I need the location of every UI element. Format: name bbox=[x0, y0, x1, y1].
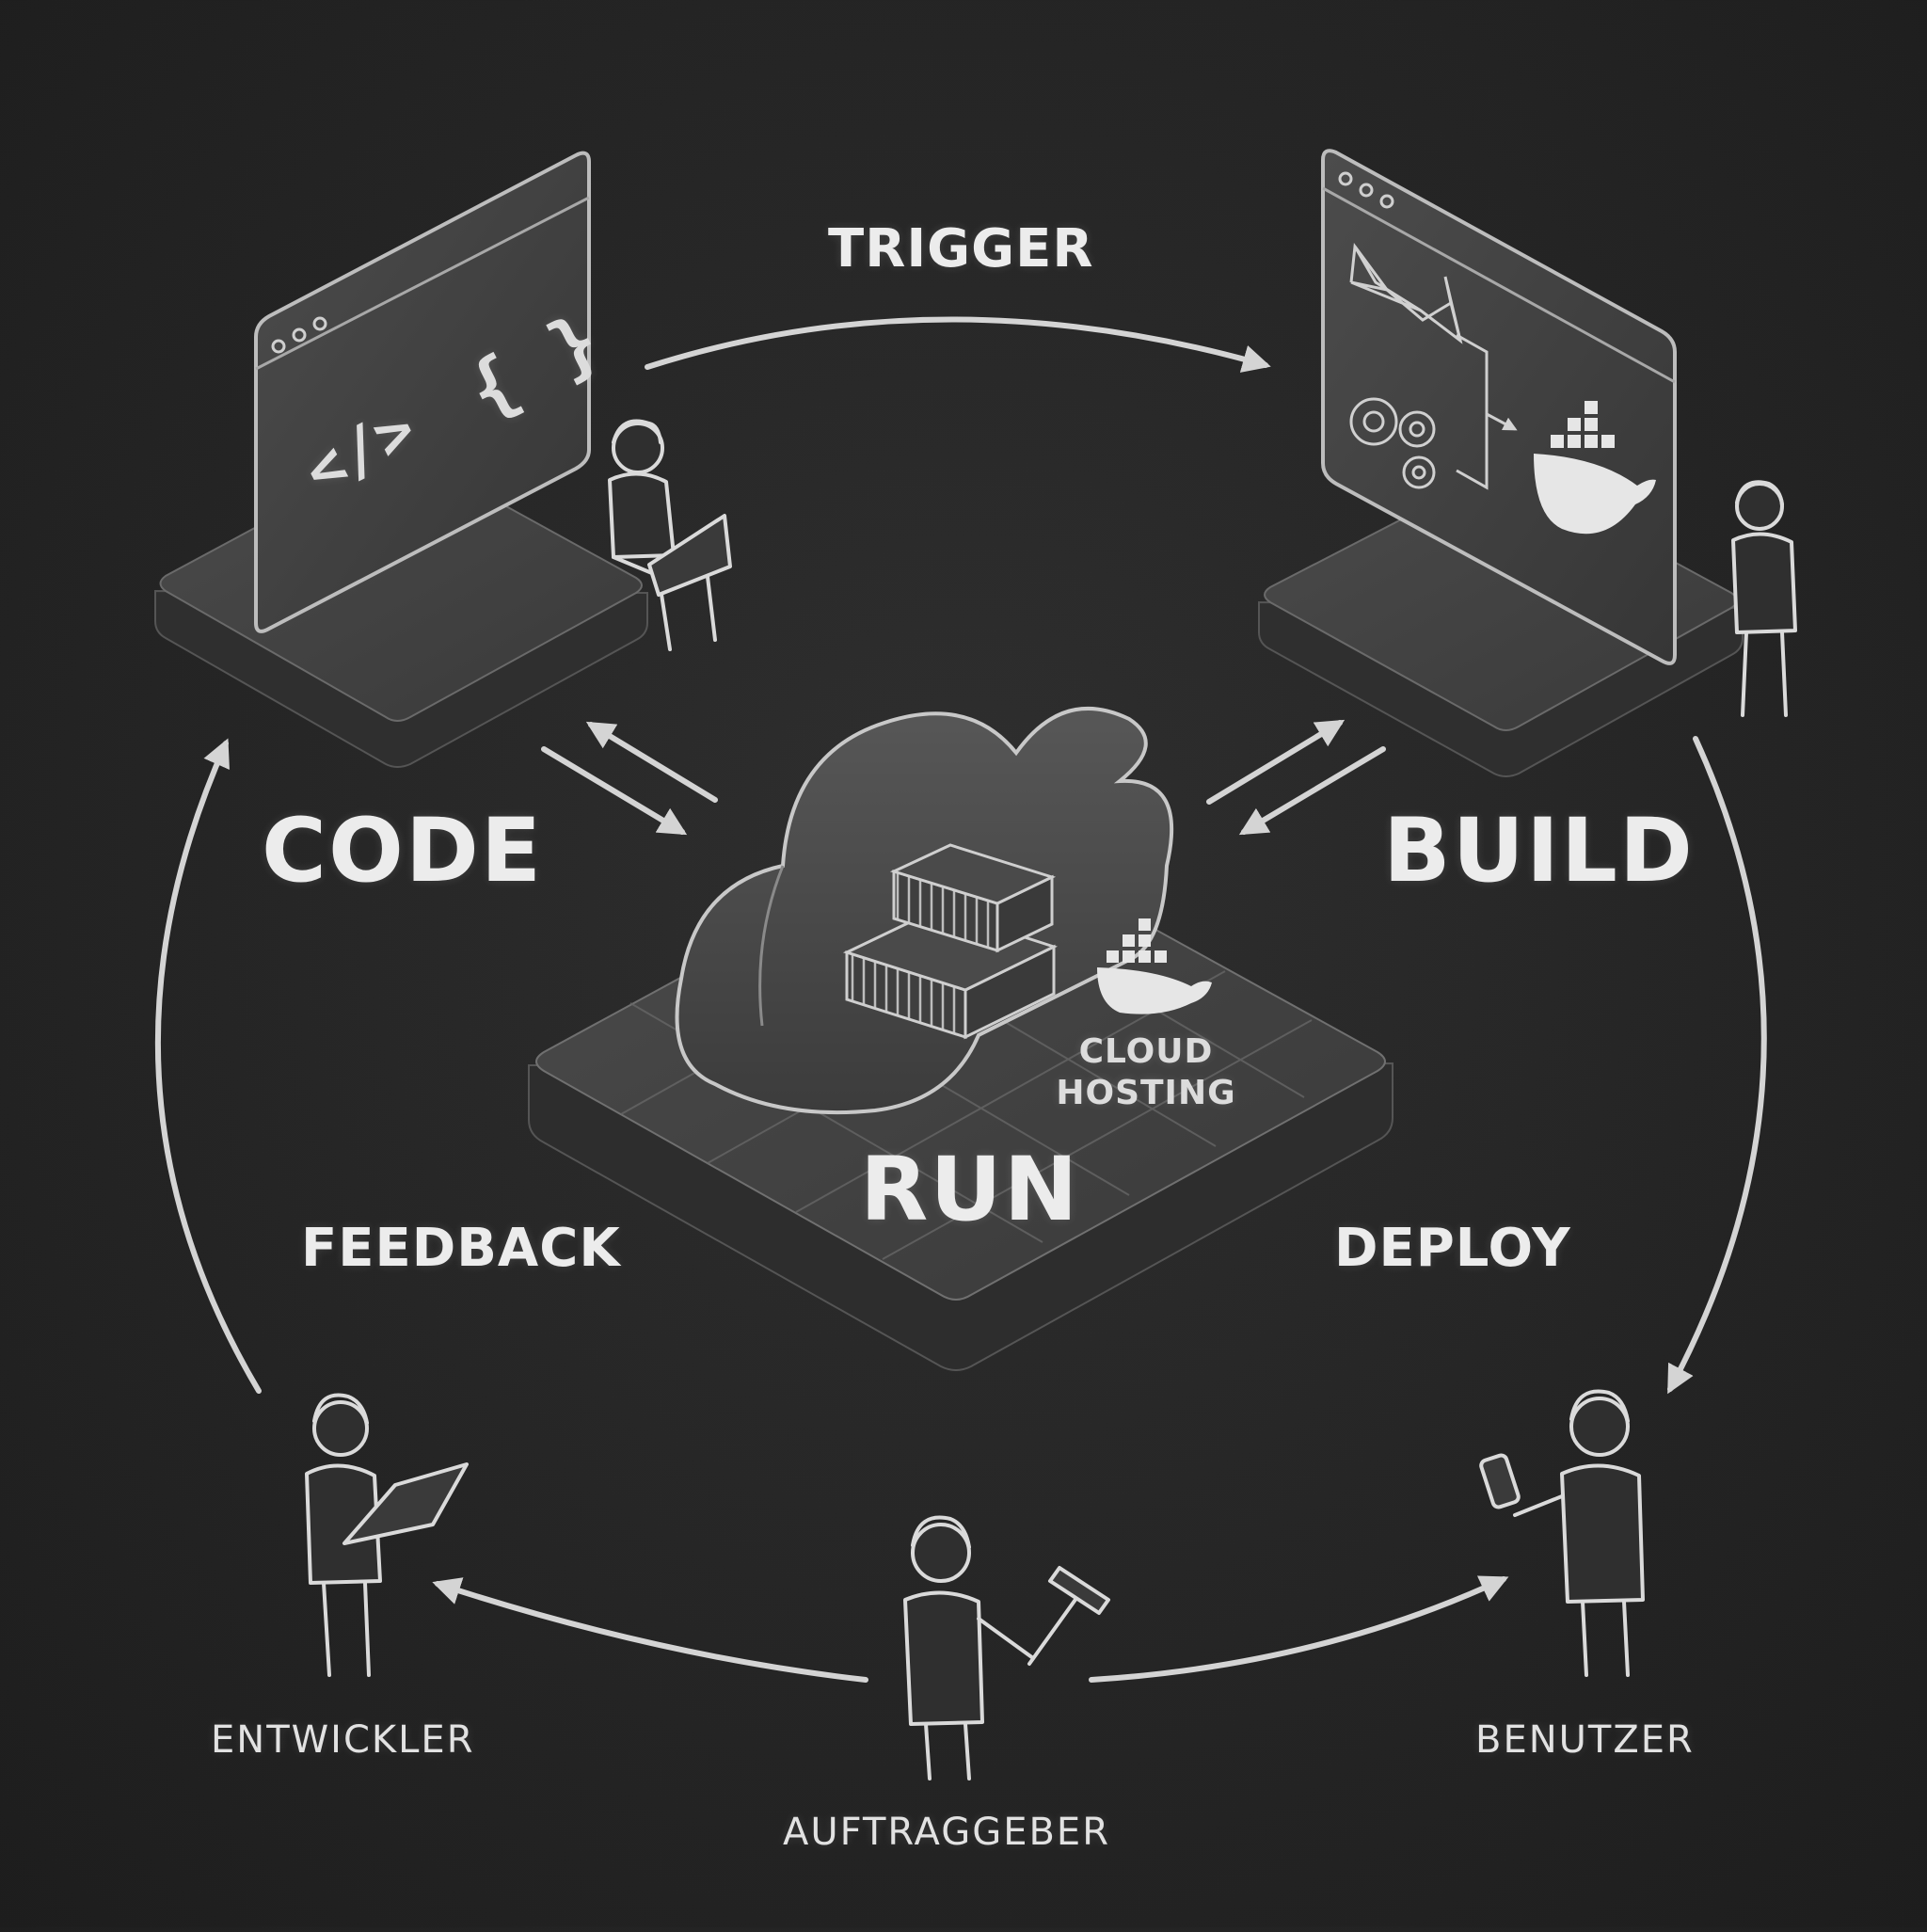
feedback-label: FEEDBACK bbox=[301, 1218, 621, 1279]
docker-icon-build bbox=[1534, 401, 1656, 535]
deploy-label: DEPLOY bbox=[1334, 1218, 1571, 1279]
gears-icon bbox=[1349, 397, 1436, 489]
code-stage-label: CODE bbox=[262, 800, 544, 902]
build-stage-label: BUILD bbox=[1383, 800, 1695, 902]
cloud-hosting-label: CLOUD HOSTING bbox=[1052, 1031, 1240, 1114]
trigger-arrow bbox=[645, 316, 1271, 373]
people bbox=[305, 419, 1797, 1780]
pipeline-window bbox=[1321, 149, 1677, 665]
code-editor-window bbox=[254, 151, 591, 633]
cloud-hosting-line2: HOSTING bbox=[1056, 1074, 1236, 1112]
gitlab-icon bbox=[1349, 243, 1463, 344]
client-to-developer-arrow bbox=[432, 1577, 868, 1683]
cloud-hosting-line1: CLOUD bbox=[1078, 1032, 1214, 1071]
user-figure bbox=[1479, 1389, 1645, 1677]
code-platform bbox=[154, 151, 648, 768]
cycle-arrows bbox=[154, 316, 1767, 1683]
coder-sitting-figure bbox=[608, 419, 732, 651]
run-stage-label: RUN bbox=[860, 1139, 1080, 1241]
feedback-arrow bbox=[154, 738, 262, 1394]
client-label: AUFTRAGGEBER bbox=[783, 1811, 1110, 1854]
shipping-containers bbox=[842, 843, 1058, 1040]
client-to-user-arrow bbox=[1089, 1575, 1509, 1683]
developer-label: ENTWICKLER bbox=[211, 1718, 475, 1762]
build-platform bbox=[1258, 149, 1744, 777]
deploy-arrow bbox=[1667, 736, 1767, 1395]
client-figure bbox=[903, 1515, 1110, 1780]
developer-figure bbox=[305, 1393, 469, 1677]
run-platform bbox=[528, 706, 1393, 1371]
exchange-arrows bbox=[541, 719, 1386, 836]
user-label: BENUTZER bbox=[1475, 1718, 1695, 1762]
standing-figure-build bbox=[1731, 480, 1797, 717]
docker-icon-cloud bbox=[1097, 918, 1212, 1014]
trigger-label: TRIGGER bbox=[828, 218, 1094, 279]
